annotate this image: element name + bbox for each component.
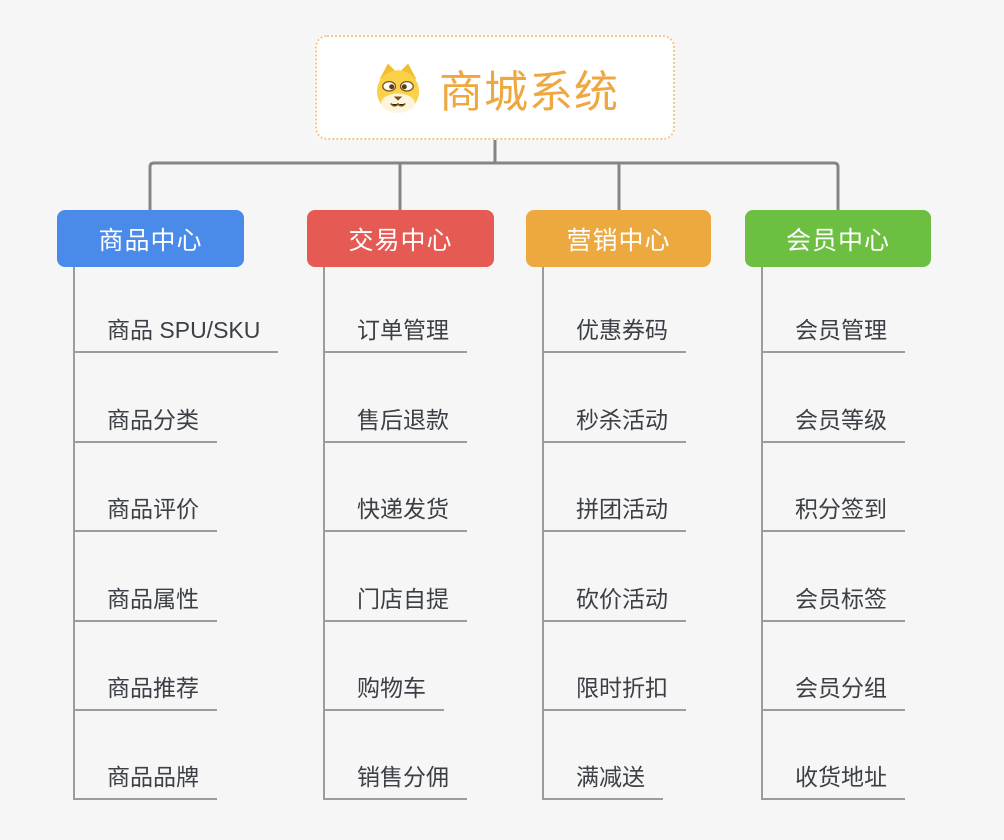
child-topic[interactable]: 商品品牌 xyxy=(75,711,217,801)
child-topic[interactable]: 限时折扣 xyxy=(544,622,686,711)
child-topic[interactable]: 优惠券码 xyxy=(544,264,686,354)
child-topic[interactable]: 收货地址 xyxy=(763,711,905,801)
branch-children-members: 会员管理 会员等级 积分签到 会员标签 会员分组 收货地址 xyxy=(761,264,905,801)
dog-face-icon xyxy=(376,63,420,113)
child-topic[interactable]: 销售分佣 xyxy=(325,711,467,801)
child-topic[interactable]: 门店自提 xyxy=(325,532,467,622)
child-topic[interactable]: 购物车 xyxy=(325,622,444,711)
child-topic[interactable]: 商品属性 xyxy=(75,532,217,622)
branch-node-products[interactable]: 商品中心 xyxy=(57,210,244,267)
branch-node-members[interactable]: 会员中心 xyxy=(745,210,931,267)
child-topic[interactable]: 砍价活动 xyxy=(544,532,686,622)
branch-node-marketing[interactable]: 营销中心 xyxy=(526,210,711,267)
child-topic[interactable]: 秒杀活动 xyxy=(544,353,686,443)
branch-label: 会员中心 xyxy=(785,226,890,255)
branch-children-trade: 订单管理 售后退款 快递发货 门店自提 购物车 销售分佣 xyxy=(323,264,467,801)
child-topic[interactable]: 拼团活动 xyxy=(544,443,686,533)
root-title: 商城系统 xyxy=(439,67,619,117)
branch-label: 商品中心 xyxy=(98,226,203,255)
root-node[interactable]: 商城系统 xyxy=(315,35,675,140)
child-topic[interactable]: 积分签到 xyxy=(763,443,905,533)
child-topic[interactable]: 会员标签 xyxy=(763,532,905,622)
branch-children-products: 商品 SPU/SKU 商品分类 商品评价 商品属性 商品推荐 商品品牌 xyxy=(73,264,279,801)
child-topic[interactable]: 商品 SPU/SKU xyxy=(75,264,279,354)
branch-node-trade[interactable]: 交易中心 xyxy=(307,210,494,267)
child-topic[interactable]: 快递发货 xyxy=(325,443,467,533)
child-topic[interactable]: 会员管理 xyxy=(763,264,905,354)
child-topic[interactable]: 商品评价 xyxy=(75,443,217,533)
child-topic[interactable]: 会员等级 xyxy=(763,353,905,443)
child-topic[interactable]: 商品分类 xyxy=(75,353,217,443)
child-topic[interactable]: 满减送 xyxy=(544,711,663,801)
child-topic[interactable]: 售后退款 xyxy=(325,353,467,443)
child-topic[interactable]: 会员分组 xyxy=(763,622,905,711)
branch-label: 交易中心 xyxy=(348,226,453,255)
branch-label: 营销中心 xyxy=(566,226,671,255)
child-topic[interactable]: 订单管理 xyxy=(325,264,467,354)
branch-bus-line xyxy=(148,161,840,210)
child-topic[interactable]: 商品推荐 xyxy=(75,622,217,711)
branch-children-marketing: 优惠券码 秒杀活动 拼团活动 砍价活动 限时折扣 满减送 xyxy=(542,264,686,801)
